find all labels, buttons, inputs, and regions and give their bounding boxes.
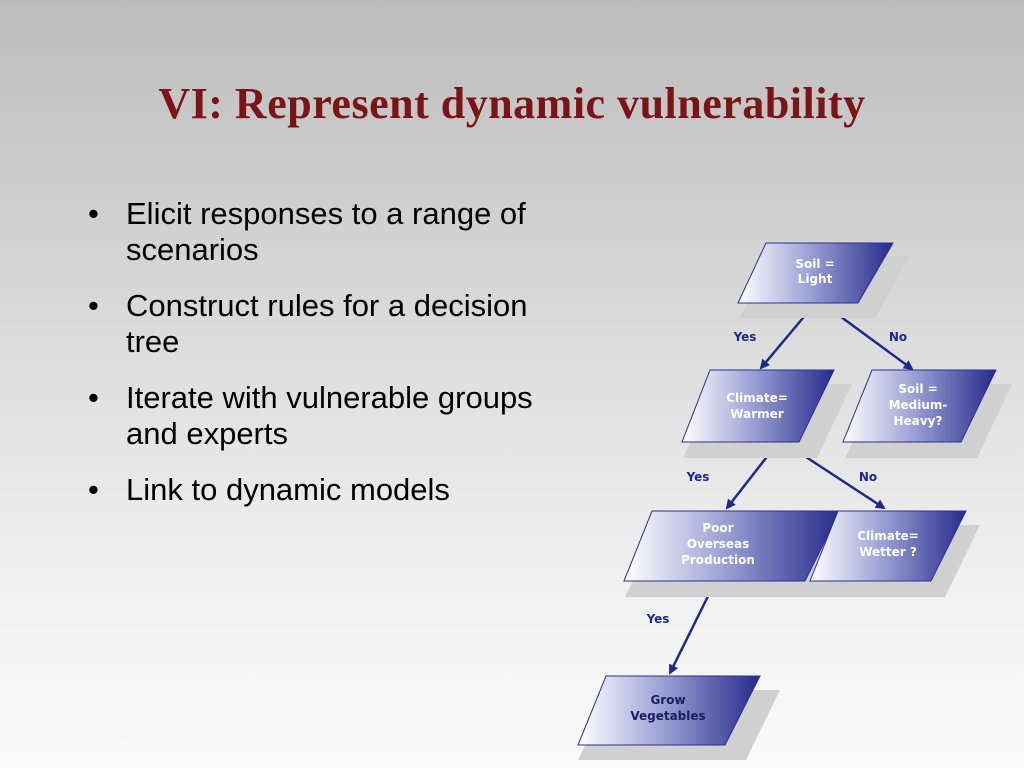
node-label-line: Heavy? [894,414,943,428]
bullet-dot: • [88,380,99,415]
node-label-line: Soil = [795,257,834,271]
node-label-line: Overseas [687,537,750,551]
node-climate-warmer: Climate= Warmer [681,369,852,458]
node-soil-medium-heavy: Soil = Medium- Heavy? [842,369,1012,458]
bullet-item: • Iterate with vulnerable groups and expe… [86,380,556,452]
bullet-text: Iterate with vulnerable groups and exper… [126,380,533,451]
node-soil-light: Soil = Light [737,242,910,318]
decision-tree-diagram: Yes No Yes No Yes Soil = Light Climate= … [577,242,1012,760]
node-climate-wetter: Climate= Wetter ? [809,510,980,597]
node-label-line: Grow [650,693,685,707]
node-label-line: Vegetables [630,709,705,723]
edge-label-no: No [859,470,877,484]
bullet-item: • Link to dynamic models [86,472,556,508]
node-label-line: Warmer [730,407,783,421]
node-grow-vegetables: Grow Vegetables [577,675,780,760]
node-label-line: Climate= [857,529,919,543]
node-label-line: Poor [702,521,733,535]
bullet-text: Link to dynamic models [126,472,450,507]
bullet-item: • Construct rules for a decision tree [86,288,556,360]
node-label-line: Production [681,553,755,567]
edge-label-yes: Yes [733,330,757,344]
edge-poor-overseas-to-grow-vegetables [668,581,717,675]
slide-title: VI: Represent dynamic vulnerability [158,79,866,128]
node-label-line: Soil = [898,382,937,396]
node-label-line: Light [798,272,833,286]
edge-label-no: No [889,330,907,344]
edge-label-yes: Yes [646,612,670,626]
bullet-text: Elicit responses to a range of scenarios [126,196,526,267]
node-poor-overseas-production: Poor Overseas Production [623,510,852,597]
bullet-item: • Elicit responses to a range of scenario… [86,196,556,268]
node-label-line: Wetter ? [859,545,917,559]
node-label-line: Medium- [889,398,948,412]
bullet-list: • Elicit responses to a range of scenario… [86,196,556,528]
bullet-dot: • [88,288,99,323]
edge-label-yes: Yes [686,470,710,484]
node-label-line: Climate= [726,391,788,405]
bullet-text: Construct rules for a decision tree [126,288,528,359]
bullet-dot: • [88,472,99,507]
bullet-dot: • [88,196,99,231]
